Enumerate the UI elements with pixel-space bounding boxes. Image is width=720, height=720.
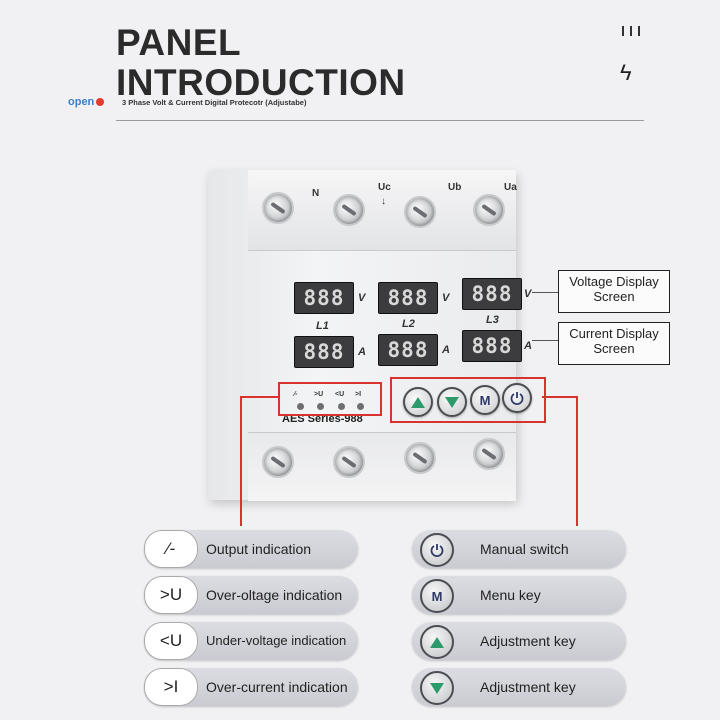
title-divider [116,120,644,121]
current-display-l1: 888 [294,336,354,368]
legend-label: Over-oltage indication [206,587,343,603]
indicator-label-overcurrent: >I [355,391,362,398]
current-unit-l2: A [442,344,450,356]
screw-icon [333,194,365,226]
led-overvoltage [317,403,324,410]
legend-label: Output indication [206,541,312,557]
screw-icon [473,438,505,470]
current-display-l3: 888 [462,330,522,362]
terminal-label-ub: Ub [448,182,462,193]
legend-label: Over-current indication [206,679,348,695]
voltage-display-l2: 888 [378,282,438,314]
series-label: AES Series-988 [282,413,363,425]
connector-line [240,396,280,398]
terminal-label-n: N [312,188,320,199]
phase-label-l3: L3 [486,314,499,326]
arrow-down-icon: ↓ [381,196,386,207]
lightning-icon: ϟ [620,60,632,85]
indicator-label-output: ⁄- [294,391,298,398]
screw-icon [262,446,294,478]
device-face-title: 3 Phase Volt & Current Digital Protecotr… [122,98,307,107]
led-overcurrent [357,403,364,410]
voltage-display-l3: 888 [462,278,522,310]
legend-label: Menu key [480,587,541,603]
current-display-callout: Current Display Screen [558,322,670,365]
callout-pointer [532,292,558,293]
switch-icon: ⁄- [144,530,198,568]
legend-item-overvoltage: >U Over-oltage indication [144,576,358,614]
legend-label: Adjustment key [480,633,576,649]
page-title-line2: INTRODUCTION [116,62,406,103]
indicator-highlight-box [278,382,382,416]
undervoltage-icon: <U [144,622,198,660]
voltage-unit-l2: V [442,292,450,304]
connector-line [240,396,242,526]
legend-item-undervoltage: <U Under-voltage indication [144,622,358,660]
phase-label-l2: L2 [402,318,415,330]
screw-icon [404,442,436,474]
legend-label: Manual switch [480,541,569,557]
led-undervoltage [338,403,345,410]
connector-line [542,396,578,398]
page-title-line1: PANEL [116,22,242,63]
screw-icon [333,446,365,478]
legend-item-manual-switch: Manual switch [412,530,626,568]
power-button[interactable] [502,383,532,413]
down-button[interactable] [437,387,467,417]
connector-line [576,396,578,526]
legend-item-output: ⁄- Output indication [144,530,358,568]
current-display-l2: 888 [378,334,438,366]
phase-label-l1: L1 [316,320,329,332]
power-icon [510,392,524,405]
up-arrow-icon [420,625,454,659]
m-icon: M [479,392,491,408]
bars-icon [622,26,640,36]
indicator-label-undervoltage: <U [335,391,345,398]
up-arrow-icon [411,396,425,408]
overvoltage-icon: >U [144,576,198,614]
legend-item-overcurrent: >I Over-current indication [144,668,358,706]
menu-button[interactable]: M [470,385,500,415]
legend-item-adjust-up: Adjustment key [412,622,626,660]
terminal-label-ua: Ua [504,182,517,193]
voltage-unit-l3: V [524,288,532,300]
down-arrow-icon [445,396,459,408]
voltage-display-callout: Voltage Display Screen [558,270,670,313]
power-icon [420,533,454,567]
overcurrent-icon: >I [144,668,198,706]
legend-label: Under-voltage indication [206,633,347,648]
screw-icon [262,192,294,224]
screw-icon [473,194,505,226]
indicator-label-overvoltage: >U [314,391,324,398]
terminal-label-uc: Uc [378,182,391,193]
brand-logo: open [68,96,105,108]
legend-label: Adjustment key [480,679,576,695]
current-unit-l3: A [524,340,532,352]
current-unit-l1: A [358,346,366,358]
callout-pointer [532,340,558,341]
buttons-highlight-box [390,377,546,423]
down-arrow-icon [420,671,454,705]
voltage-unit-l1: V [358,292,366,304]
m-icon: M [420,579,454,613]
up-button[interactable] [403,387,433,417]
legend-item-adjust-down: Adjustment key [412,668,626,706]
screw-icon [404,196,436,228]
led-output [297,403,304,410]
voltage-display-l1: 888 [294,282,354,314]
legend-item-menu-key: M Menu key [412,576,626,614]
